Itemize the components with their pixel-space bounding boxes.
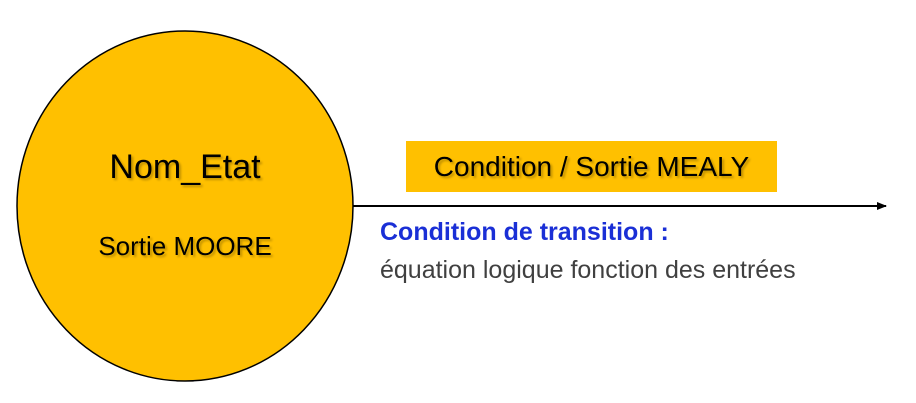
state-name-label: Nom_Etat <box>109 148 261 186</box>
state-circle[interactable] <box>16 30 354 382</box>
transition-label-box: Condition / Sortie MEALY <box>406 141 777 192</box>
condition-description: équation logique fonction des entrées <box>380 256 796 284</box>
moore-output-label: Sortie MOORE <box>98 231 272 261</box>
mealy-output-label: Condition / Sortie MEALY <box>433 150 750 182</box>
condition-title: Condition de transition : <box>380 218 669 246</box>
